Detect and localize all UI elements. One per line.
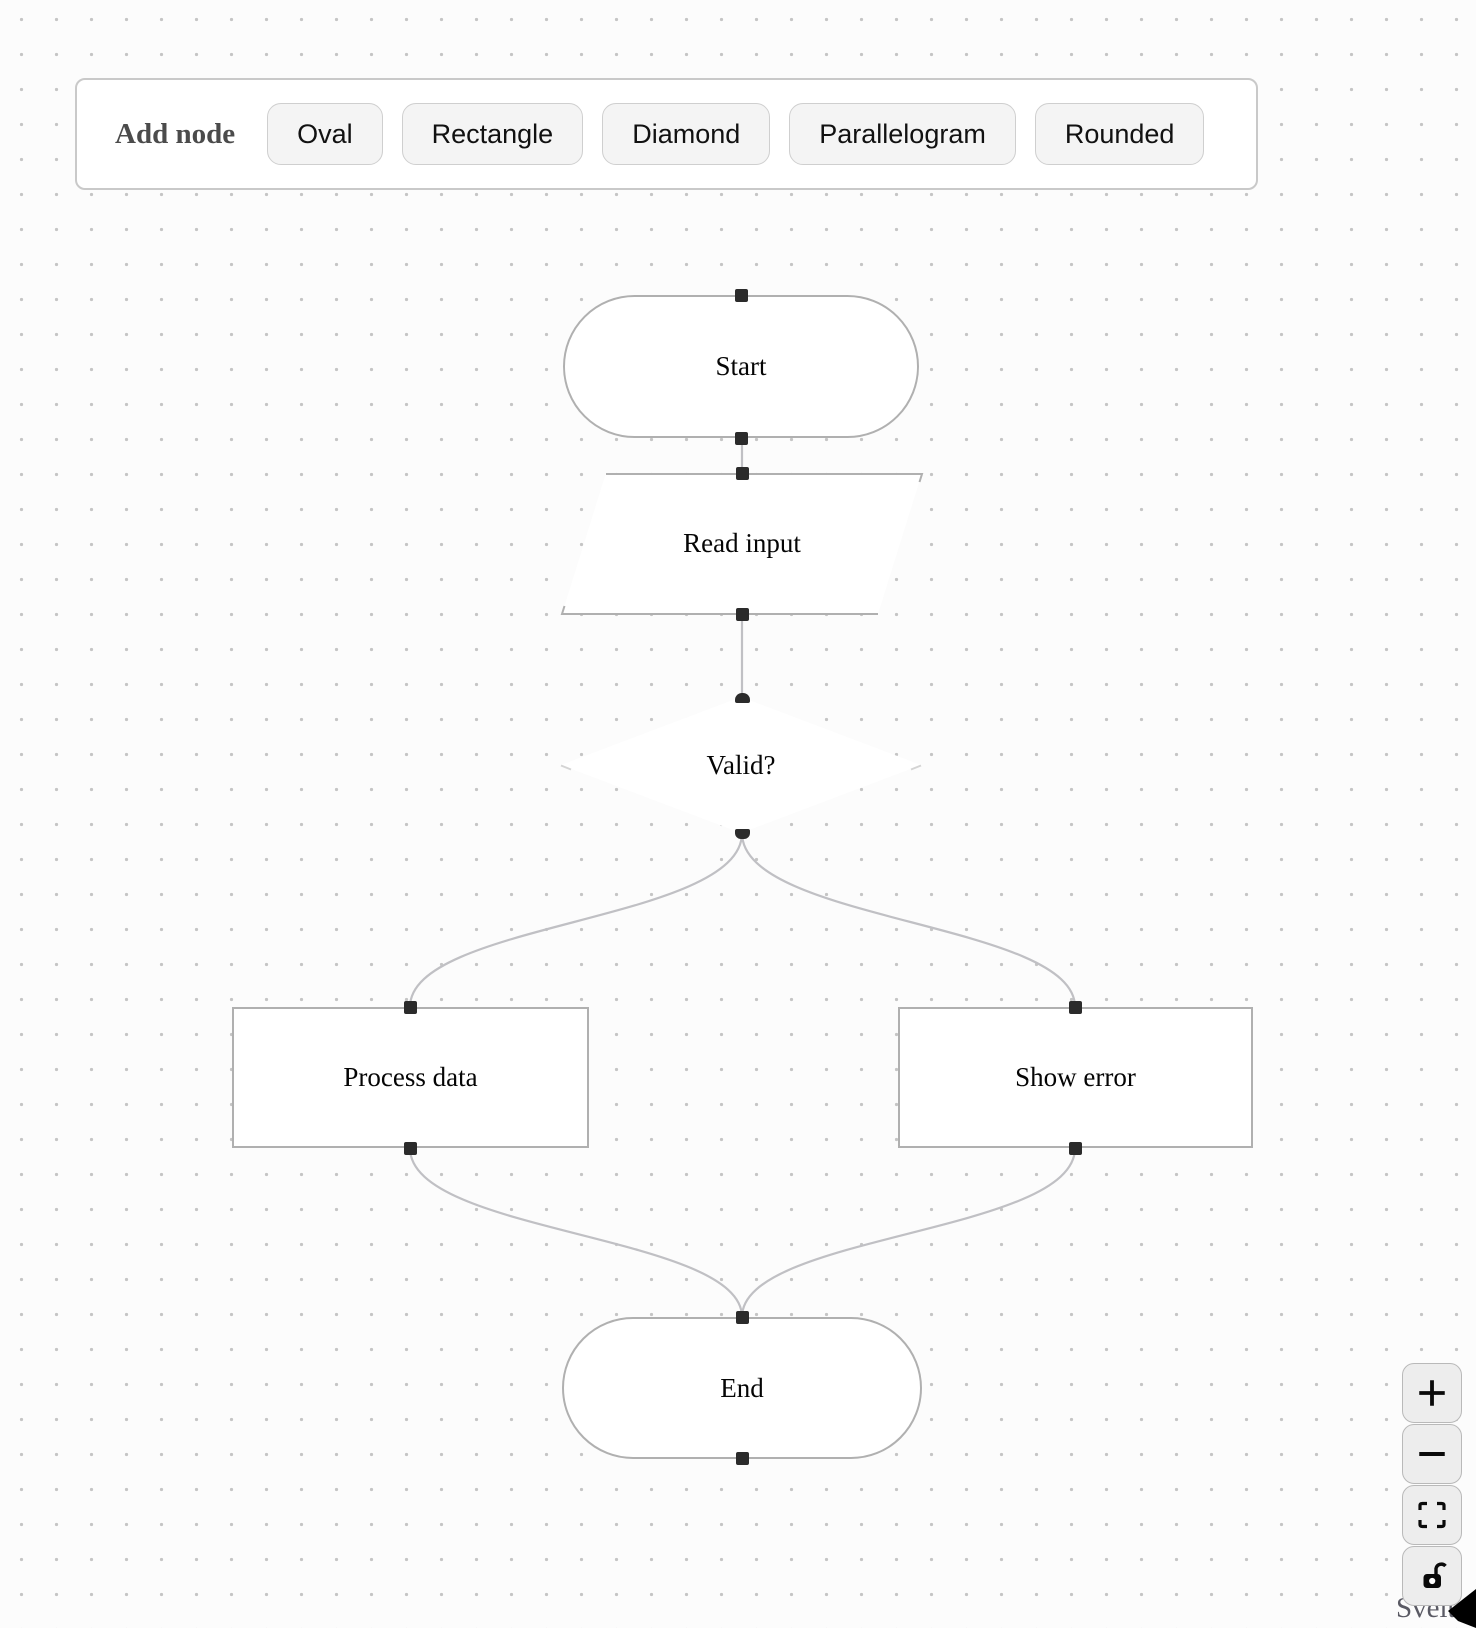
handle-start-bottom[interactable] <box>735 432 748 445</box>
unlock-icon <box>1423 1562 1447 1588</box>
node-read-input[interactable]: Read input <box>562 473 922 614</box>
handle-process-data-bottom[interactable] <box>404 1142 417 1155</box>
add-node-label: Add node <box>115 117 236 150</box>
add-oval-button[interactable]: Oval <box>267 103 383 165</box>
add-diamond-button[interactable]: Diamond <box>602 103 771 165</box>
add-node-panel: Add node Oval Rectangle Diamond Parallel… <box>75 78 1258 190</box>
node-end-label: End <box>720 1372 764 1403</box>
zoom-in-button[interactable] <box>1402 1363 1462 1423</box>
plus-icon <box>1419 1380 1445 1406</box>
edge-process-data-end <box>408 1147 744 1318</box>
flow-controls <box>1402 1363 1462 1606</box>
lock-interactivity-button[interactable] <box>1402 1546 1462 1606</box>
node-show-error-label: Show error <box>1015 1062 1136 1092</box>
node-process-data-label: Process data <box>343 1062 478 1092</box>
edge-valid-process-data <box>408 832 744 1008</box>
handle-start-top[interactable] <box>735 289 748 302</box>
node-start-label: Start <box>715 351 767 381</box>
node-show-error[interactable]: Show error <box>898 1007 1253 1148</box>
add-parallelogram-button[interactable]: Parallelogram <box>789 103 1016 165</box>
zoom-out-button[interactable] <box>1402 1424 1462 1484</box>
handle-show-error-top[interactable] <box>1069 1001 1082 1014</box>
handle-valid-bottom[interactable] <box>735 829 750 839</box>
handle-read-input-top[interactable] <box>736 467 749 480</box>
add-rounded-button[interactable]: Rounded <box>1034 103 1205 165</box>
fit-view-icon <box>1418 1501 1446 1529</box>
edge-valid-show-error <box>740 832 1077 1008</box>
edge-show-error-end <box>740 1147 1077 1318</box>
node-valid[interactable]: Valid? <box>561 697 921 833</box>
node-valid-label: Valid? <box>706 749 776 780</box>
handle-read-input-bottom[interactable] <box>736 608 749 621</box>
node-start[interactable]: Start <box>563 295 919 438</box>
minus-icon <box>1419 1451 1445 1457</box>
node-read-input-label: Read input <box>683 528 801 558</box>
handle-valid-top[interactable] <box>735 693 750 703</box>
handle-end-bottom[interactable] <box>736 1452 749 1465</box>
node-process-data[interactable]: Process data <box>232 1007 589 1148</box>
node-end[interactable]: End <box>562 1317 922 1459</box>
handle-show-error-bottom[interactable] <box>1069 1142 1082 1155</box>
handle-end-top[interactable] <box>736 1311 749 1324</box>
add-rectangle-button[interactable]: Rectangle <box>401 103 584 165</box>
fit-view-button[interactable] <box>1402 1485 1462 1545</box>
handle-process-data-top[interactable] <box>404 1001 417 1014</box>
